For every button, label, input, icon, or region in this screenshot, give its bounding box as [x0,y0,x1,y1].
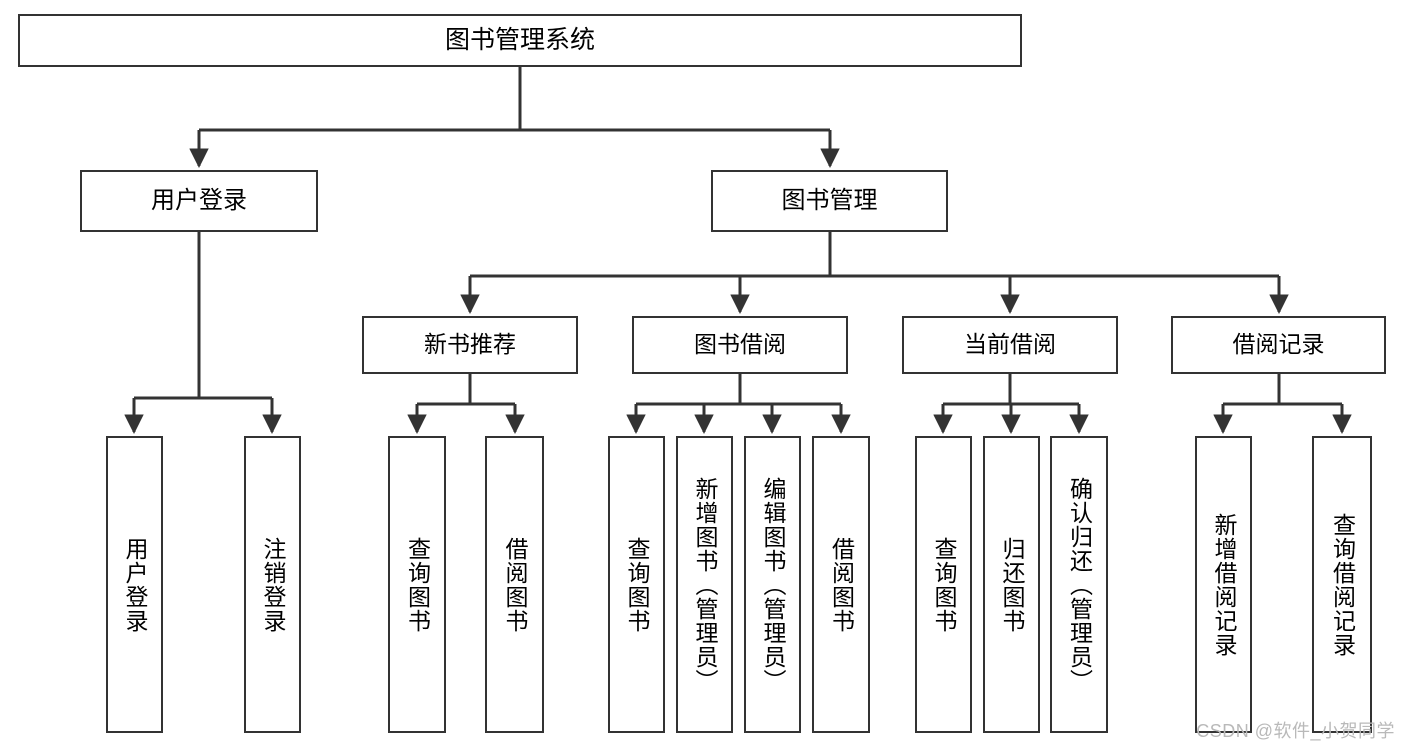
node-label: 图书管理 [781,186,878,214]
leaf-add-borrow-record[interactable]: 新增借阅记录 [1195,436,1252,733]
node-label: 归还图书 [999,536,1025,633]
node-label: 确认归还（管理员） [1066,476,1093,693]
node-label: 新增图书（管理员） [692,476,718,693]
node-label: 用户登录 [122,536,148,633]
node-label: 编辑图书（管理员） [760,476,786,693]
node-root-book-management-system[interactable]: 图书管理系统 [18,14,1022,67]
node-user-login[interactable]: 用户登录 [80,170,318,232]
node-label: 借阅图书 [502,536,528,633]
node-label: 借阅记录 [1232,331,1325,358]
leaf-confirm-return-admin[interactable]: 确认归还（管理员） [1050,436,1108,733]
node-label: 新书推荐 [424,331,516,358]
leaf-user-login[interactable]: 用户登录 [106,436,163,733]
node-label: 查询图书 [624,536,650,633]
node-label: 当前借阅 [964,331,1056,358]
leaf-query-book-nbr[interactable]: 查询图书 [388,436,446,733]
node-label: 图书借阅 [694,331,786,358]
leaf-query-borrow-record[interactable]: 查询借阅记录 [1312,436,1372,733]
node-label: 查询图书 [404,536,431,633]
leaf-borrow-book-nbr[interactable]: 借阅图书 [485,436,544,733]
leaf-edit-book-admin[interactable]: 编辑图书（管理员） [744,436,801,733]
node-label: 新增借阅记录 [1211,512,1237,657]
leaf-add-book-admin[interactable]: 新增图书（管理员） [676,436,733,733]
node-borrowing-record[interactable]: 借阅记录 [1171,316,1386,374]
node-book-management[interactable]: 图书管理 [711,170,948,232]
node-label: 用户登录 [151,186,247,214]
node-new-book-recommendation[interactable]: 新书推荐 [362,316,578,374]
node-current-borrowing[interactable]: 当前借阅 [902,316,1118,374]
leaf-return-book[interactable]: 归还图书 [983,436,1040,733]
node-book-borrowing[interactable]: 图书借阅 [632,316,848,374]
node-label: 图书管理系统 [444,25,595,54]
node-label: 借阅图书 [828,536,855,633]
node-label: 查询借阅记录 [1329,512,1356,657]
leaf-query-book-bb[interactable]: 查询图书 [608,436,665,733]
csdn-watermark: CSDN @软件_小贺同学 [1196,721,1395,741]
leaf-borrow-book-bb[interactable]: 借阅图书 [812,436,870,733]
leaf-logout[interactable]: 注销登录 [244,436,301,733]
node-label: 查询图书 [931,536,957,633]
leaf-query-book-cb[interactable]: 查询图书 [915,436,972,733]
node-label: 注销登录 [260,536,286,633]
